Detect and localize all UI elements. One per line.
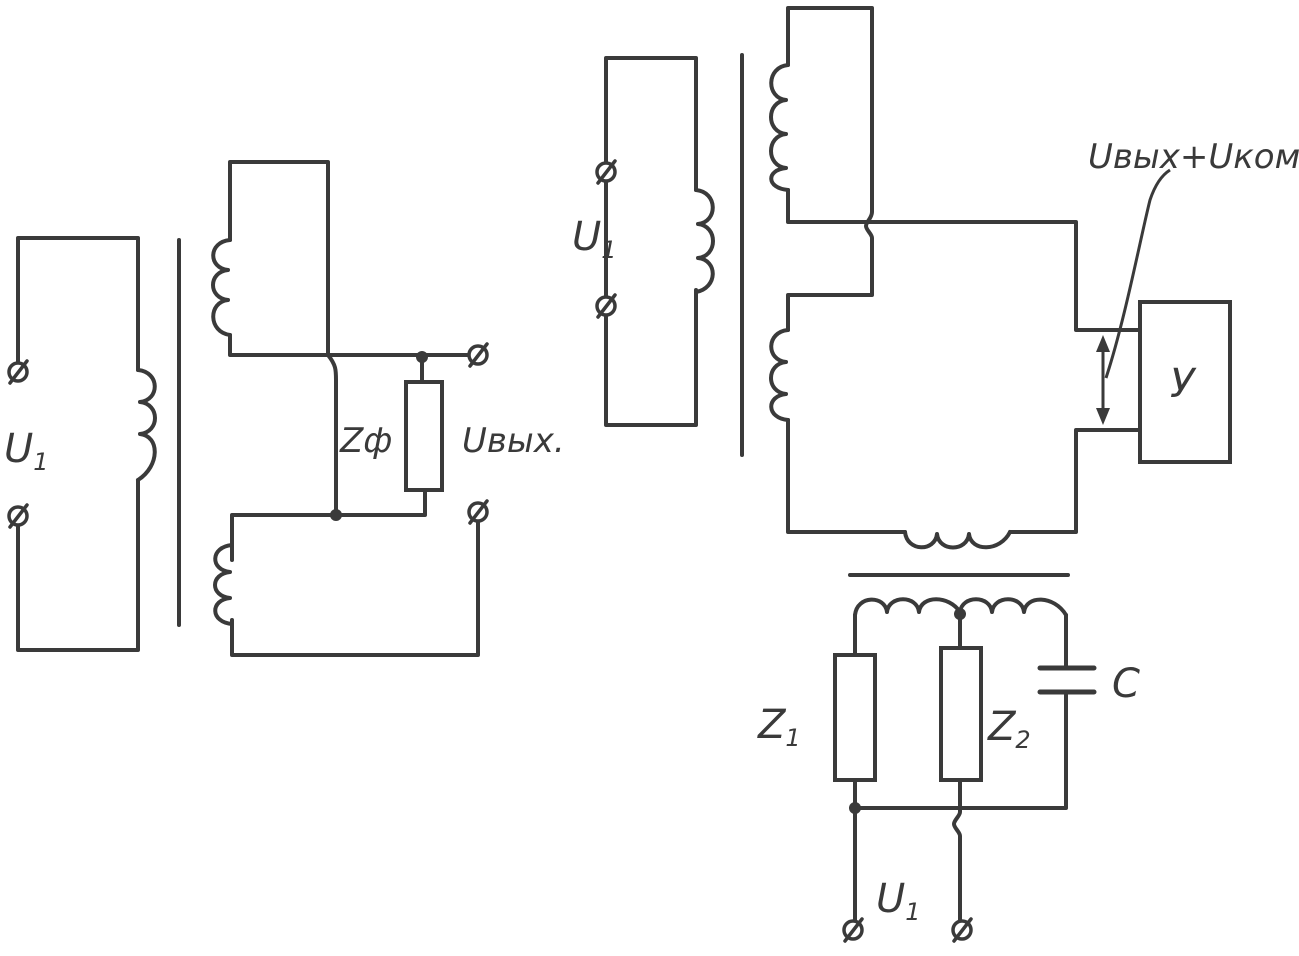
amplifier-block xyxy=(1138,300,1232,464)
left-junction-top xyxy=(416,351,428,363)
resistor-z1 xyxy=(833,653,877,782)
resistor-z2 xyxy=(939,646,983,782)
left-input-terminal-bottom[interactable] xyxy=(7,503,29,529)
left-middle-wire xyxy=(326,353,338,517)
z1-label: Z1 xyxy=(757,702,801,752)
left-input-terminal-top[interactable] xyxy=(7,359,29,385)
right-primary-coil xyxy=(694,188,715,294)
comp-network-wire xyxy=(853,610,1068,922)
label-leader-line xyxy=(1104,168,1171,379)
voltage-arrowhead-up xyxy=(1096,335,1110,352)
sum-voltage-label: Uвых+Uкомп. xyxy=(1088,137,1299,177)
right-secondary-upper-coil xyxy=(769,63,790,192)
right-input-terminal-bottom[interactable] xyxy=(595,293,617,319)
right-secondary-upper-wire xyxy=(786,6,1142,332)
left-output-terminal-bottom[interactable] xyxy=(467,499,489,525)
bottom-input-label: U1 xyxy=(876,876,921,926)
left-secondary-upper-wire xyxy=(228,160,472,357)
comp-center-tap-junction xyxy=(954,608,966,620)
left-primary-coil xyxy=(136,368,157,482)
comp-bottom-junction xyxy=(849,802,861,814)
amplifier-label: У xyxy=(1170,361,1197,407)
voltage-arrowhead-down xyxy=(1096,408,1110,425)
right-input-terminal-top[interactable] xyxy=(595,159,617,185)
left-output-terminal-top[interactable] xyxy=(467,342,489,368)
left-junction-bottom xyxy=(330,509,342,521)
bottom-input-terminal-left[interactable] xyxy=(842,917,864,943)
bottom-input-terminal-right[interactable] xyxy=(951,917,973,943)
left-output-label: Uвых. xyxy=(462,421,565,461)
capacitor-label: C xyxy=(1112,661,1140,707)
right-secondary-lower-wire xyxy=(786,418,1142,534)
left-secondary-lower-wire xyxy=(230,488,480,657)
left-secondary-lower-coil xyxy=(213,543,234,626)
left-input-label: U1 xyxy=(4,426,49,476)
left-circuit: U1 Zф Uвых. xyxy=(4,160,565,657)
left-secondary-upper-coil xyxy=(211,238,232,337)
left-primary-wire xyxy=(16,236,140,652)
z2-label: Z2 xyxy=(987,704,1031,754)
right-input-label: U1 xyxy=(572,214,617,264)
right-primary-wire xyxy=(604,56,698,427)
right-compensation-coil xyxy=(903,530,1012,550)
right-secondary-lower-coil xyxy=(769,328,790,422)
left-resistor-zf xyxy=(404,380,444,492)
right-circuit: U1 У Uвых+Uкомп. C Z1 xyxy=(572,6,1299,943)
left-resistor-label: Zф xyxy=(339,421,392,461)
